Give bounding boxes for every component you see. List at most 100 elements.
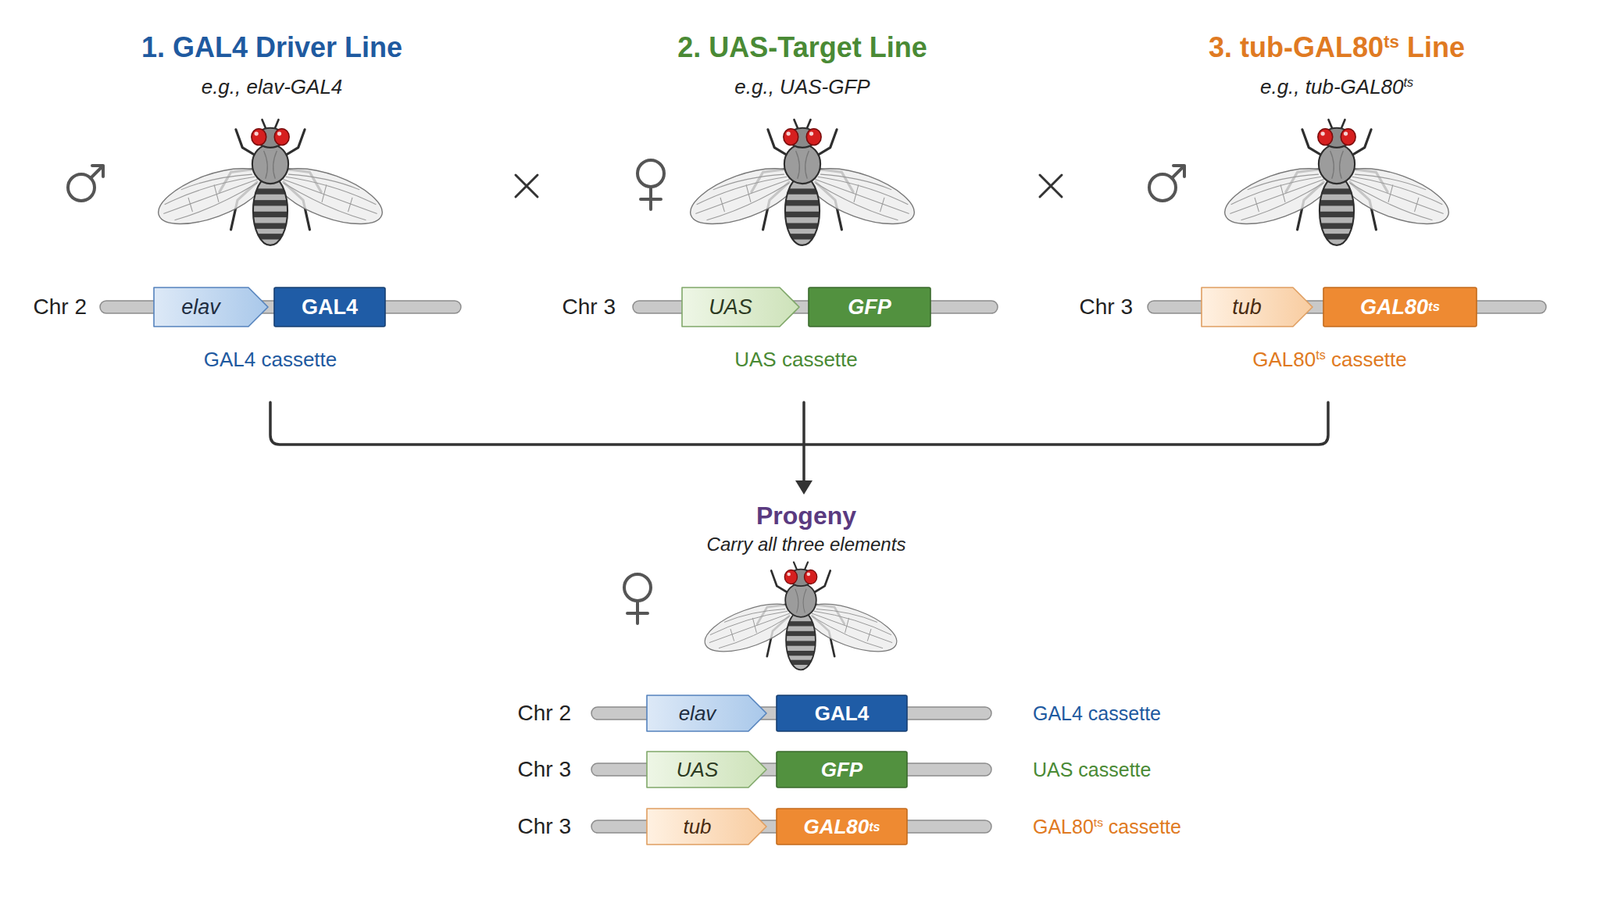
fly-wing-veins: [279, 164, 383, 225]
superscript: ts: [1093, 815, 1104, 829]
progeny-note: Carry all three elements: [707, 533, 907, 556]
fly-thorax: [1318, 144, 1355, 184]
cassette-label: UAS cassette: [734, 348, 858, 372]
fly-stripe: [1316, 211, 1358, 218]
fly-illustration: [1217, 119, 1456, 246]
box-outline: [808, 287, 931, 327]
node-label: tub: [1200, 286, 1293, 328]
fly-wing-veins: [1224, 164, 1328, 225]
gene-box: GAL4: [273, 286, 386, 328]
gene-box: GFP: [775, 750, 908, 789]
fly-eye-highlight: [809, 131, 814, 136]
fly-eye: [251, 128, 267, 146]
female-symbol-cross: [627, 600, 648, 624]
box-outline: [1323, 287, 1477, 327]
superscript: ts: [1383, 32, 1400, 52]
node-label: GFP: [775, 750, 908, 789]
line-example: e.g., elav-GAL4: [201, 75, 343, 100]
fly-stripe: [250, 233, 292, 240]
box-outline: [776, 695, 908, 732]
fly-wing-veins: [808, 600, 897, 652]
fly-eye-highlight: [277, 131, 282, 136]
chromosome-label: Chr 2: [33, 294, 87, 320]
fly-illustration: [151, 119, 390, 246]
node-label: elav: [646, 694, 749, 733]
chromosome-label: Chr 2: [517, 700, 572, 726]
fly-eye-highlight: [1343, 131, 1348, 136]
gene-box: GAL4: [775, 694, 908, 733]
fly-wing-veins: [689, 164, 793, 225]
box-outline: [776, 808, 908, 845]
fly-thorax: [784, 144, 821, 184]
fly-thorax-marks: [1330, 150, 1344, 179]
female-symbol-ring: [637, 160, 665, 187]
line-heading: 3. tub-GAL80ts Line: [1208, 31, 1465, 64]
chromosome-bars: [100, 300, 1547, 833]
cassette-label: UAS cassette: [1032, 758, 1151, 782]
female-symbol: [637, 160, 665, 210]
node-label: elav: [153, 286, 249, 328]
merge-bracket: [270, 402, 1329, 485]
node-label: GAL4: [775, 694, 908, 733]
fly-eye: [804, 570, 818, 585]
fly-stripe: [1316, 200, 1358, 206]
chromosome-label: Chr 3: [562, 294, 616, 320]
fly-eye-highlight: [786, 572, 791, 577]
fly-thorax: [785, 583, 817, 618]
male-symbol-arrow: [1171, 165, 1185, 179]
box-outline: [274, 287, 386, 327]
fly-abdomen-outline: [785, 610, 816, 671]
fly-stripe: [250, 211, 292, 218]
fly-illustrations: [151, 119, 1456, 670]
male-symbol-arrow: [90, 165, 104, 179]
line-example: e.g., tub-GAL80ts: [1260, 75, 1414, 100]
superscript: ts: [1315, 347, 1326, 362]
fly-eye: [784, 570, 797, 585]
line-example: e.g., UAS-GFP: [734, 75, 870, 100]
fly-abdomen-outline: [253, 176, 288, 246]
cassette-label: GAL80ts cassette: [1032, 815, 1182, 839]
promoter-arrow: UAS: [646, 750, 768, 789]
fly-eye: [274, 128, 290, 146]
chromosome-label: Chr 3: [517, 757, 572, 783]
promoter-arrow: elav: [153, 286, 269, 328]
line-heading: 2. UAS-Target Line: [677, 31, 927, 64]
arrow-outline: [153, 287, 268, 327]
node-label: UAS: [681, 286, 780, 328]
fly-eye: [1317, 128, 1333, 146]
arrow-outline: [646, 695, 767, 732]
fly-illustration: [699, 562, 903, 671]
cassette-label: GAL80ts cassette: [1252, 348, 1408, 372]
promoter-arrow: tub: [1200, 286, 1314, 328]
fly-eye-highlight: [254, 131, 259, 136]
fly-stripe: [250, 200, 292, 206]
chromosome-label: Chr 3: [1079, 294, 1133, 320]
merge-arrowhead: [795, 480, 813, 495]
fly-stripe: [782, 211, 824, 218]
arrow-outline: [682, 287, 800, 327]
fly-wing-veins: [157, 164, 261, 225]
female-symbol: [624, 574, 651, 624]
fly-eye-highlight: [807, 572, 811, 577]
box-outline: [776, 751, 908, 788]
male-symbol: [67, 165, 104, 201]
fly-illustration: [683, 119, 922, 246]
line-heading: 1. GAL4 Driver Line: [141, 31, 403, 64]
arrow-outline: [646, 808, 767, 845]
fly-eye: [783, 128, 799, 146]
chromosome-label: Chr 3: [517, 814, 572, 840]
promoter-arrow: UAS: [681, 286, 800, 328]
promoter-arrow: tub: [646, 807, 768, 846]
fly-stripe: [783, 660, 819, 665]
gene-box: GFP: [807, 286, 932, 328]
cassette-label: GAL4 cassette: [203, 348, 338, 372]
node-label: GAL80ts: [775, 807, 908, 846]
progeny-heading: Progeny: [756, 501, 857, 531]
fly-abdomen-outline: [1319, 176, 1354, 246]
fly-wing-veins: [1346, 164, 1450, 225]
fly-eye: [1340, 128, 1356, 146]
cassette-label: GAL4 cassette: [1032, 702, 1161, 725]
fly-wing-veins: [704, 600, 793, 652]
fly-thorax-marks: [796, 150, 810, 179]
cross-symbol: [515, 175, 538, 197]
